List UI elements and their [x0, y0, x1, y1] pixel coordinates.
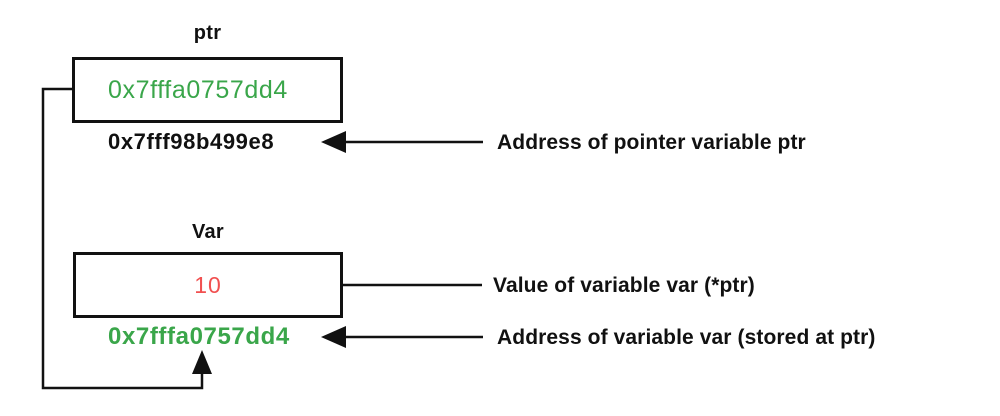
arrowhead-ptr-address-icon: [321, 131, 346, 153]
ptr-stored-value: 0x7fffa0757dd4: [108, 75, 288, 104]
ptr-address-value: 0x7fff98b499e8: [108, 129, 275, 154]
ptr-address-annotation: Address of pointer variable ptr: [497, 131, 806, 154]
var-variable-box: 10: [73, 252, 343, 318]
var-address-annotation: Address of variable var (stored at ptr): [497, 326, 876, 349]
arrowhead-var-address-icon: [321, 326, 346, 348]
var-value-annotation: Value of variable var (*ptr): [493, 274, 755, 297]
arrowhead-up-to-var-address-icon: [192, 350, 212, 374]
var-stored-value: 10: [194, 271, 222, 298]
var-box-title: Var: [191, 221, 225, 243]
ptr-variable-box: 0x7fffa0757dd4: [72, 57, 343, 123]
ptr-box-title: ptr: [193, 22, 222, 44]
var-address-value: 0x7fffa0757dd4: [108, 323, 290, 350]
